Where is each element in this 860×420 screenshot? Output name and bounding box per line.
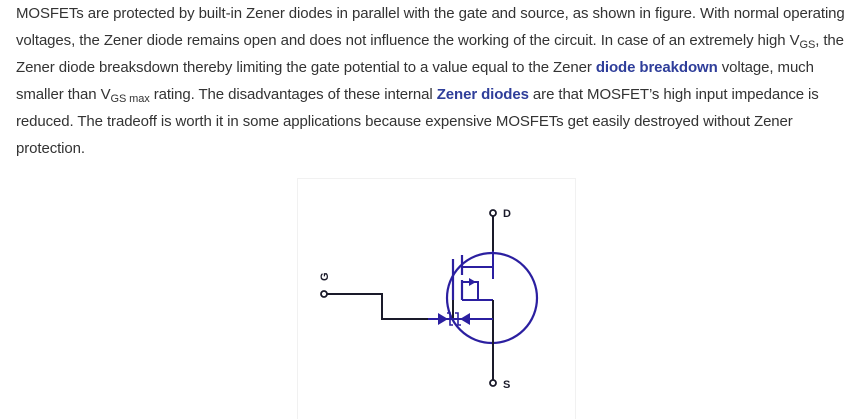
gate-label: G: [319, 272, 331, 281]
source-label: S: [503, 379, 510, 391]
substrate-connection: [462, 281, 493, 301]
link-diode-breakdown[interactable]: diode breakdown: [595, 59, 718, 76]
paragraph-text: , the Zener diode breaksdown thereby lim…: [16, 32, 844, 76]
mosfet-schematic: D G S: [319, 208, 539, 391]
paragraph-text: MOSFETs are protected by built-in Zener …: [16, 5, 845, 49]
paragraph-text: rating. The disadvantages of these inter…: [149, 86, 437, 103]
zener-diode-1-icon: [438, 313, 448, 325]
substrate-arrow-icon: [469, 278, 476, 286]
zener-diode-2-icon: [460, 313, 470, 325]
mosfet-zener-figure: D G S: [297, 178, 576, 419]
drain-terminal-icon: [489, 209, 497, 217]
subscript-gs-max: GS max: [110, 93, 150, 105]
paragraph-text: are that MOSFET’s high input impedance i…: [16, 86, 819, 157]
subscript-gs: GS: [799, 39, 816, 51]
link-zener-diodes[interactable]: Zener diodes: [436, 86, 529, 103]
zener-diode-1-bar: [447, 312, 453, 326]
paragraph-text: voltage, much smaller than V: [16, 59, 814, 103]
gate-lead: [327, 293, 454, 320]
drain-label: D: [503, 208, 511, 220]
article-body: MOSFETs are protected by built-in Zener …: [16, 0, 854, 162]
gate-terminal-icon: [320, 290, 328, 298]
paragraph-zener-protection: MOSFETs are protected by built-in Zener …: [16, 0, 854, 162]
zener-diode-2-bar: [455, 312, 461, 326]
source-terminal-icon: [489, 379, 497, 387]
